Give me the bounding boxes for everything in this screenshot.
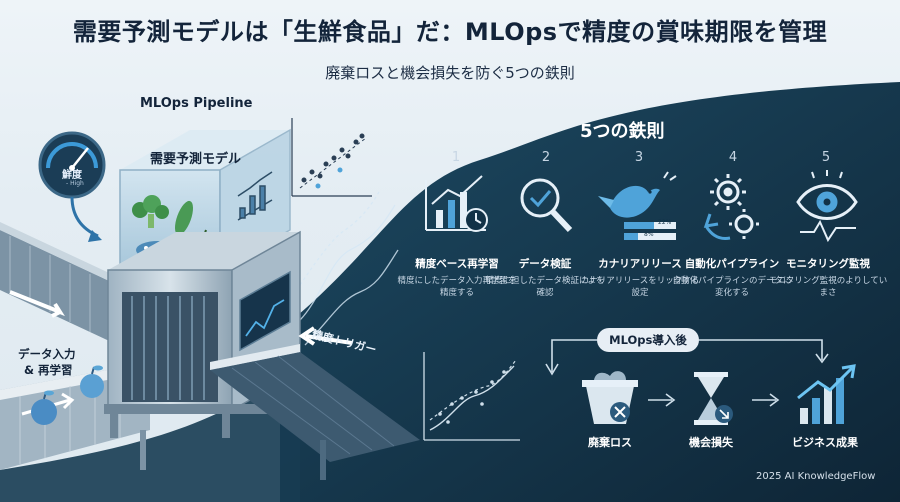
growth-chart-icon (797, 364, 856, 424)
canary-bird-icon (598, 171, 677, 240)
hourglass-icon (694, 372, 733, 425)
after-mlops-badge: MLOps導入後 (597, 328, 699, 352)
pipeline-label: MLOps Pipeline (140, 96, 253, 111)
rule-title: 精度ベース再学習 (415, 258, 499, 270)
rule-number: 5 (821, 150, 831, 165)
rule-number: 3 (634, 150, 644, 165)
rule-title: カナリアリリース (598, 258, 682, 270)
rule-description: カナリアリリースをリックする設定 (580, 276, 700, 298)
conveyor-belt-right (210, 326, 420, 480)
outcome-label: ビジネス成果 (792, 436, 858, 449)
page-subtitle: 廃棄ロスと機会損失を防ぐ5つの鉄則 (325, 64, 575, 82)
rule-title: 自動化パイプライン (684, 258, 780, 270)
rule-title: データ検証 (518, 258, 572, 270)
dark-wave-background (280, 82, 900, 502)
trend-lines-decoration (289, 189, 399, 346)
gears-icon (703, 174, 759, 240)
eye-monitor-icon (796, 170, 858, 243)
outcome-label: 廃棄ロス (588, 436, 632, 449)
rule-number: 1 (451, 150, 461, 165)
canary-bar-label: 22% (658, 219, 672, 226)
rule-description: モニタリング監視のよりしていまさ (768, 276, 888, 298)
chart-clock-icon (425, 175, 488, 232)
dark-wave-left (0, 360, 300, 502)
rules-title: 5つの鉄則 (580, 121, 665, 142)
drift-chart-decoration (423, 352, 520, 441)
waste-bin-icon (582, 371, 638, 424)
retrain-label: & 再学習 (24, 363, 73, 377)
scatter-chart-decoration (291, 118, 372, 197)
outcome-label: 機会損失 (689, 436, 733, 449)
rule-number: 2 (541, 150, 551, 165)
freshness-gauge-icon (38, 131, 106, 242)
rule-title: モニタリング監視 (786, 258, 870, 270)
canary-bar-label: 8% (644, 231, 654, 238)
data-input-label: データ入力 (18, 347, 76, 361)
rule-description: 自動化パイプラインのデータに変化する (672, 276, 792, 298)
gauge-sublabel: - High (66, 180, 84, 187)
rule-number: 4 (728, 150, 738, 165)
footer-credit: 2025 AI KnowledgeFlow (756, 471, 876, 482)
magnifier-check-icon (520, 178, 573, 233)
rule-description: 精度に担したデータ検証によを確認 (485, 276, 605, 298)
model-label: 需要予測モデル (150, 152, 242, 167)
gauge-label: 鮮度 (62, 170, 82, 181)
outcome-flow-arrows (545, 339, 829, 407)
page-title: 需要予測モデルは「生鮮食品」だ：MLOpsで精度の賞味期限を管理 (72, 18, 828, 46)
rule-description: 精度にしたデータ入力再学習を精度する (397, 276, 517, 298)
